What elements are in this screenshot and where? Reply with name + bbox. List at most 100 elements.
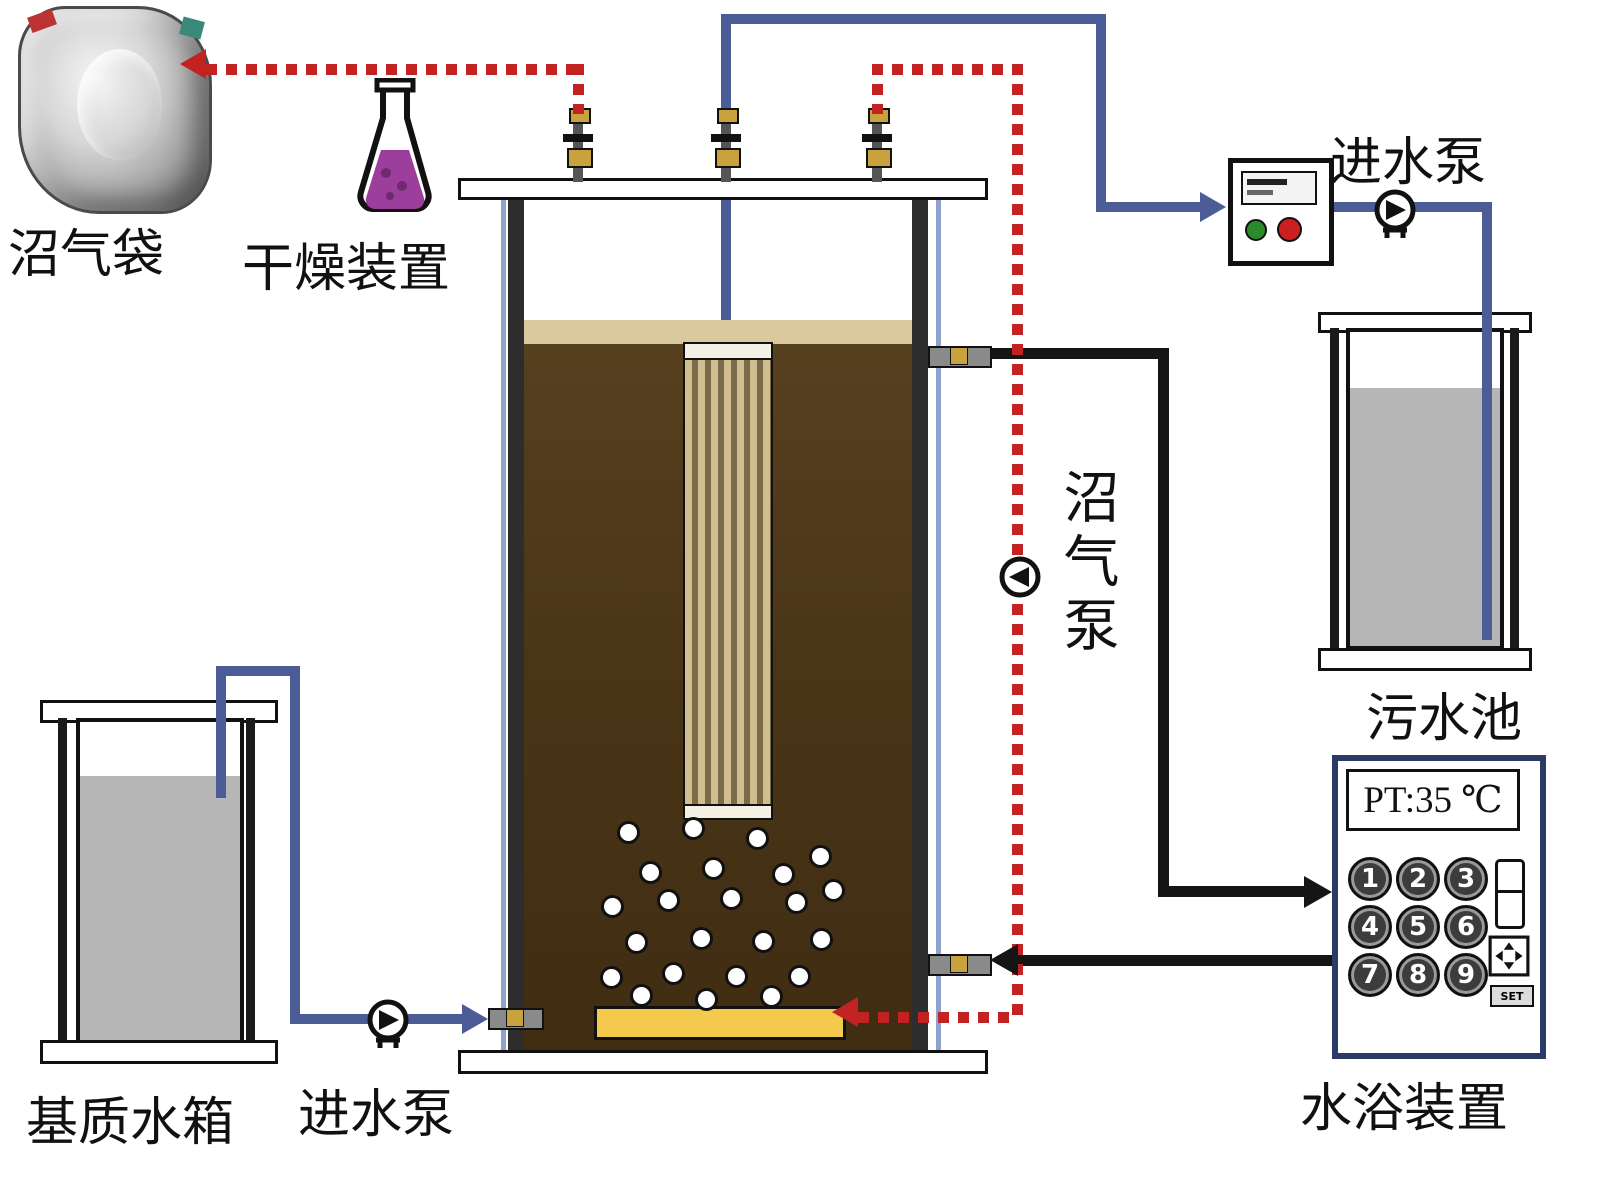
nav-arrows-icon: [1488, 935, 1530, 977]
keypad-key-4: 4: [1348, 905, 1392, 949]
fitting-gold: [506, 1009, 524, 1027]
biogas-bag: [18, 6, 212, 214]
valve-handle: [563, 134, 593, 142]
valve-body: [866, 148, 892, 168]
pipe-substrate-top: [216, 666, 300, 676]
reactor-jacket-line-right: [936, 196, 941, 1050]
reactor-wall-right: [912, 196, 928, 1050]
label-feed-pump-bottom: 进水泵: [298, 1087, 455, 1144]
keypad-key-5: 5: [1396, 905, 1440, 949]
substrate-tank-leg-left: [58, 718, 67, 1042]
influent-pump-top: [1371, 188, 1419, 242]
wastewater-tank-leg-left: [1330, 328, 1339, 650]
biogas-line-valve-right: [872, 64, 883, 114]
pipe-substrate-suction: [216, 666, 226, 798]
water-bath-set-button: SET: [1490, 985, 1534, 1007]
membrane-suction-pipe: [721, 196, 731, 346]
biogas-line-to-bag: [206, 64, 582, 75]
valve-biogas-left: [561, 108, 595, 184]
substrate-liquid: [80, 776, 240, 1042]
biogas-recirculation-return: [858, 1012, 1015, 1023]
display-reading2: [1247, 190, 1273, 195]
substrate-tank-bottom-plate: [40, 1040, 278, 1064]
reactor-bottom-plate: [458, 1050, 988, 1074]
arrow-into-reactor-jacket: [990, 944, 1018, 976]
fitting-gold: [950, 347, 968, 365]
arrow-into-biogas-bag: [180, 49, 206, 79]
reactor-wall-left: [508, 196, 524, 1050]
label-biogas-bag: 沼气袋: [8, 227, 165, 284]
bath-line-to-bath: [1158, 886, 1308, 897]
pipe-flowmeter-to-pump: [1324, 202, 1376, 212]
bath-line-down: [1158, 348, 1169, 897]
indicator-red: [1277, 217, 1302, 242]
valve-biogas-right: [860, 108, 894, 184]
valve-knob: [717, 108, 739, 124]
pipe-to-flowmeter: [1096, 202, 1204, 212]
substrate-tank-leg-right: [246, 718, 255, 1042]
reactor-vessel: [524, 196, 912, 1050]
pipe-headspace-top: [721, 14, 1106, 24]
water-bath-side-button: [1495, 859, 1525, 929]
flow-meter-display: [1241, 171, 1317, 205]
reactor-liquid-surface: [524, 320, 912, 344]
label-biogas-pump: 沼气泵: [1055, 468, 1117, 660]
valve-body: [715, 148, 741, 168]
indicator-green: [1245, 219, 1267, 241]
feed-pump-bottom: [364, 998, 412, 1052]
pump-icon: [1374, 189, 1416, 238]
valve-stem: [872, 112, 882, 182]
keypad-key-2: 2: [1396, 857, 1440, 901]
pipe-to-flowmeter-down: [1096, 14, 1106, 212]
arrow-into-reactor-feed: [462, 1004, 488, 1034]
valve-body: [567, 148, 593, 168]
keypad-key-8: 8: [1396, 953, 1440, 997]
pipe-substrate-down: [290, 666, 300, 1024]
fitting-bath-return: [928, 954, 992, 976]
biogas-line-top-right: [872, 64, 1023, 75]
drying-flask-graphic: [357, 78, 432, 212]
valve-handle: [711, 134, 741, 142]
pump-icon: [999, 556, 1041, 598]
keypad-key-9: 9: [1444, 953, 1488, 997]
keypad-key-1: 1: [1348, 857, 1392, 901]
bag-tape-red: [27, 9, 57, 33]
keypad-key-3: 3: [1444, 857, 1488, 901]
gas-diffuser-bar: [594, 1006, 846, 1040]
wastewater-tank-body: [1346, 328, 1504, 650]
valve-center-port: [709, 108, 743, 184]
bath-line-return: [1014, 955, 1332, 966]
bag-tape-teal: [179, 16, 205, 40]
wastewater-tank-bottom-plate: [1318, 648, 1532, 671]
label-influent-pump-top: 进水泵: [1330, 135, 1487, 192]
label-water-bath: 水浴装置: [1300, 1081, 1509, 1138]
label-drying-device: 干燥装置: [242, 241, 451, 298]
keypad-key-6: 6: [1444, 905, 1488, 949]
pipe-pump-to-corner: [1412, 202, 1492, 212]
biogas-line-valve-left: [573, 64, 584, 114]
fitting-gold: [950, 955, 968, 973]
wastewater-tank-leg-right: [1510, 328, 1519, 650]
reactor-jacket-line-left: [501, 196, 506, 1050]
pipe-into-wastewater-tank: [1482, 202, 1492, 640]
membrane-top-cap: [683, 342, 773, 360]
water-bath-nav-pad: [1488, 935, 1530, 977]
label-substrate-tank: 基质水箱: [26, 1095, 235, 1152]
valve-stem: [573, 112, 583, 182]
biogas-pump: [995, 552, 1045, 602]
water-bath-display: PT:35 ℃: [1346, 769, 1520, 831]
fitting-bath-out: [928, 346, 992, 368]
drying-flask: [350, 78, 440, 220]
pipe-feed-to-reactor: [408, 1014, 468, 1024]
valve-handle: [862, 134, 892, 142]
display-reading: [1247, 179, 1287, 185]
pipe-to-feed-pump: [290, 1014, 370, 1024]
arrow-into-water-bath: [1304, 876, 1332, 908]
pump-icon: [367, 999, 409, 1048]
keypad-key-7: 7: [1348, 953, 1392, 997]
bath-line-out-top: [980, 348, 1169, 359]
pipe-headspace-riser: [721, 14, 731, 114]
arrow-into-flowmeter: [1200, 192, 1226, 222]
